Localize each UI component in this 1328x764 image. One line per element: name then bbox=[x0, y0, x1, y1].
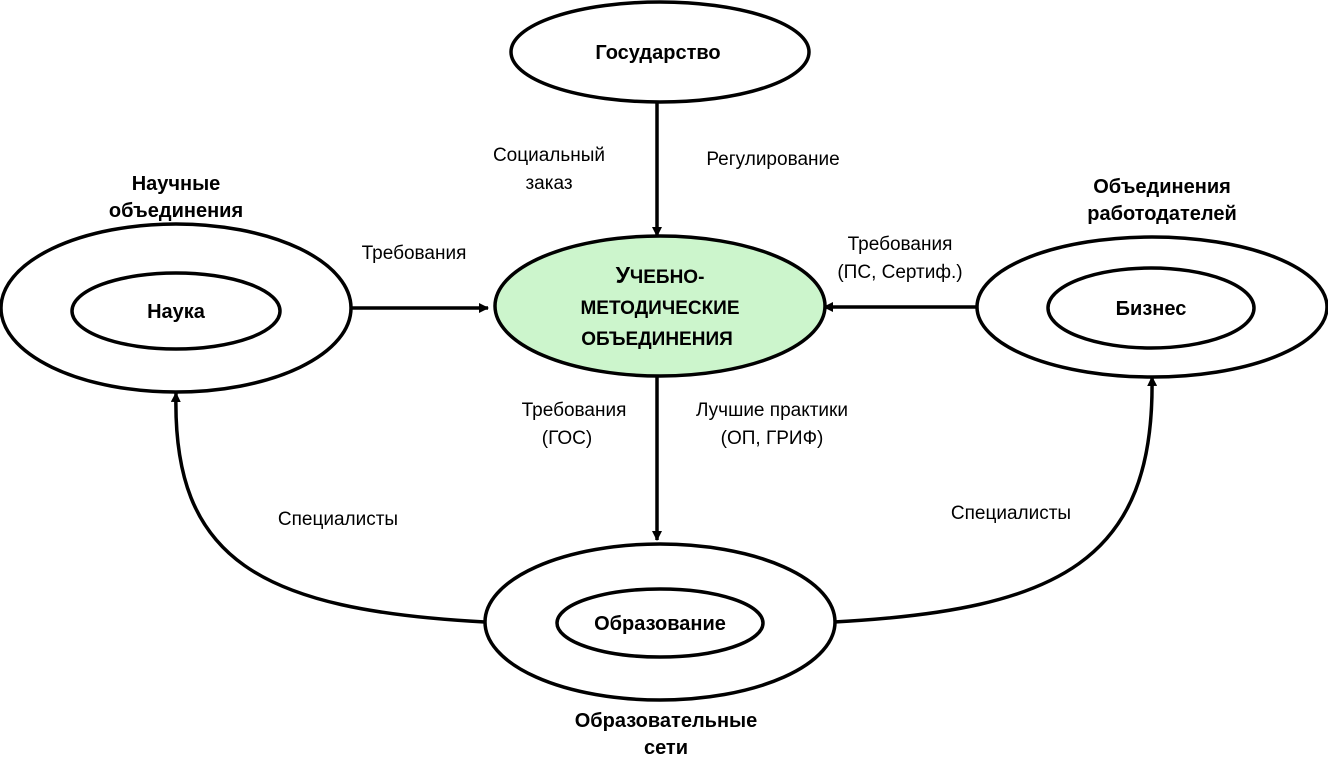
social-order-label-line-1: Социальный bbox=[493, 145, 605, 166]
center-label-initial: У bbox=[616, 262, 631, 288]
education-group-label-line-1: Образовательные bbox=[575, 710, 758, 732]
business-requirements-label-line-2: (ПС, Сертиф.) bbox=[837, 262, 962, 283]
edge-labels: Социальный заказ Регулирование Требовани… bbox=[278, 145, 1071, 530]
specialists-left-label: Специалисты bbox=[278, 509, 398, 530]
best-practices-label-line-1: Лучшие практики bbox=[696, 400, 848, 421]
connectors bbox=[170, 103, 1158, 624]
center-label-line-1: УЧЕБНО- bbox=[616, 262, 705, 288]
gos-requirements-label-line-2: (ГОС) bbox=[542, 428, 592, 449]
best-practices-label-line-2: (ОП, ГРИФ) bbox=[721, 428, 824, 449]
arrow-education-to-science bbox=[170, 392, 486, 624]
node-science: Наука bbox=[0, 222, 353, 394]
arrow-education-to-business bbox=[833, 376, 1158, 624]
specialists-right-label: Специалисты bbox=[951, 503, 1071, 524]
business-inner-ellipse bbox=[1046, 266, 1256, 350]
node-education: Образование bbox=[483, 542, 837, 702]
social-order-label-line-2: заказ bbox=[525, 173, 572, 194]
gos-requirements-label-line-1: Требования bbox=[522, 400, 627, 421]
science-group-label-line-2: объединения bbox=[109, 200, 243, 222]
science-inner-ellipse bbox=[70, 271, 282, 351]
business-label: Бизнес bbox=[1116, 298, 1187, 320]
business-group-label-line-1: Объединения bbox=[1093, 176, 1231, 198]
business-group-label-line-2: работодателей bbox=[1087, 203, 1237, 225]
node-business: Бизнес bbox=[975, 235, 1328, 379]
node-state: Государство bbox=[509, 0, 811, 104]
science-group-label-line-1: Научные bbox=[132, 173, 221, 195]
center-label-line-3: ОБЪЕДИНЕНИЯ bbox=[581, 329, 733, 350]
node-center: УЧЕБНО- МЕТОДИЧЕСКИЕ ОБЪЕДИНЕНИЯ bbox=[493, 234, 827, 378]
group-labels: Научные объединения Объединения работода… bbox=[109, 173, 1237, 759]
center-ellipse bbox=[493, 234, 827, 378]
science-label: Наука bbox=[147, 301, 206, 323]
center-label-rest: ЧЕБНО- bbox=[630, 267, 705, 288]
education-group-label-line-2: сети bbox=[644, 737, 688, 759]
business-requirements-label-line-1: Требования bbox=[848, 234, 953, 255]
education-label: Образование bbox=[594, 613, 726, 635]
state-ellipse bbox=[509, 0, 811, 104]
science-requirements-label: Требования bbox=[362, 243, 467, 264]
regulation-label: Регулирование bbox=[706, 149, 839, 170]
center-label-line-2: МЕТОДИЧЕСКИЕ bbox=[580, 298, 739, 319]
state-label: Государство bbox=[595, 42, 720, 64]
education-inner-ellipse bbox=[555, 587, 765, 659]
